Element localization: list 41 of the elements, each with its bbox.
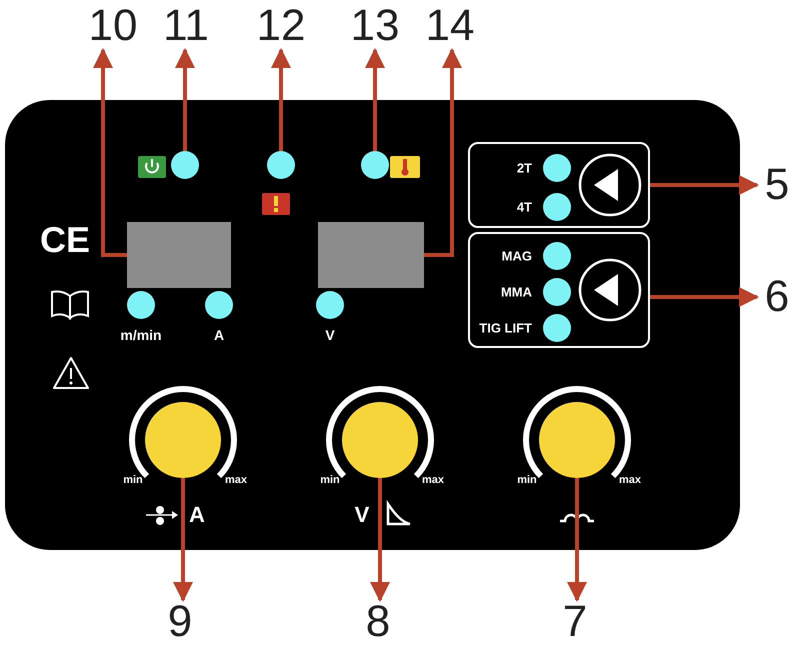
leader-line [365,48,385,151]
mode-label: MAG [502,248,532,264]
scale-label: min [517,474,537,486]
callout-number: 9 [150,600,210,644]
leader-line [650,287,759,307]
callout-number: 14 [420,4,480,48]
callout-number: 6 [747,275,800,319]
leader-line [173,478,193,602]
callout-number: 11 [156,4,216,48]
mode-label: TIG LIFT [479,320,532,336]
callout-number: 7 [545,600,605,644]
scale-label: max [618,474,642,486]
mode-label: 4T [516,199,532,214]
callout-number: 5 [747,163,800,207]
mode-selector-panel [468,232,650,348]
unit-label: A [189,502,205,528]
unit-label: V [354,502,370,528]
callout-number: 13 [345,4,405,48]
callout-number: 10 [83,4,143,48]
callout-number: 12 [251,4,311,48]
leader-line [567,478,587,602]
display-screen [318,222,424,288]
leader-line [650,175,759,195]
scale-label: min [320,474,340,486]
unit-label: V [325,327,335,343]
leader-line [271,48,291,151]
scale-label: max [224,474,248,486]
leader-line [175,48,195,151]
leader-line [424,48,462,257]
leader-line [370,478,390,602]
display-screen [127,222,231,288]
callout-number: 8 [348,600,408,644]
scale-label: min [123,474,143,486]
mode-label: 2T [516,160,532,175]
mode-label: MMA [500,284,532,300]
mode-selector-panel [468,142,650,228]
unit-label: A [214,327,224,343]
leader-line [93,48,127,257]
unit-label: m/min [120,327,162,343]
scale-label: max [422,474,444,486]
ce-mark: CE [40,219,90,261]
